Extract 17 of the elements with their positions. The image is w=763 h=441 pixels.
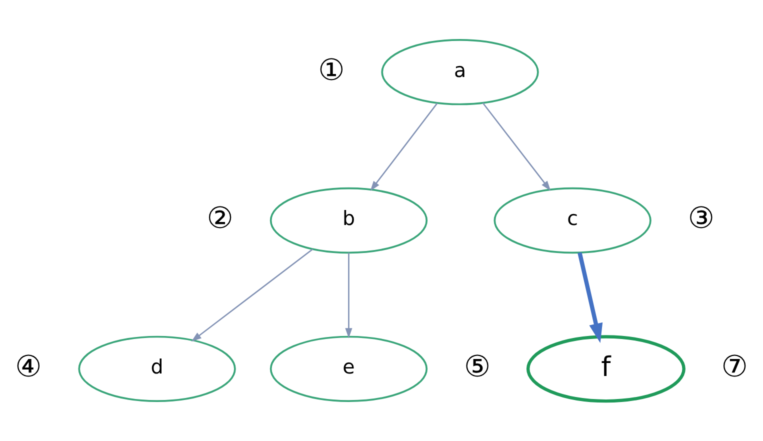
arrow — [191, 248, 314, 342]
node-label: ⑤ — [464, 348, 491, 384]
node-ellipse: f — [526, 335, 686, 403]
node-label: ⑦ — [721, 348, 748, 384]
node-ellipse: b — [270, 187, 428, 254]
arrow — [578, 252, 603, 343]
node-ellipse: c — [494, 187, 652, 254]
arrow — [345, 252, 352, 338]
node-label: ③ — [688, 200, 714, 236]
arrow — [370, 102, 438, 192]
arrow — [482, 102, 551, 191]
node-label: ② — [206, 200, 234, 236]
node-label: ④ — [15, 348, 42, 384]
node-ellipse: d — [78, 336, 236, 402]
node-label: ① — [318, 52, 345, 87]
node-ellipse: e — [270, 336, 428, 402]
node-ellipse: a — [381, 39, 539, 106]
